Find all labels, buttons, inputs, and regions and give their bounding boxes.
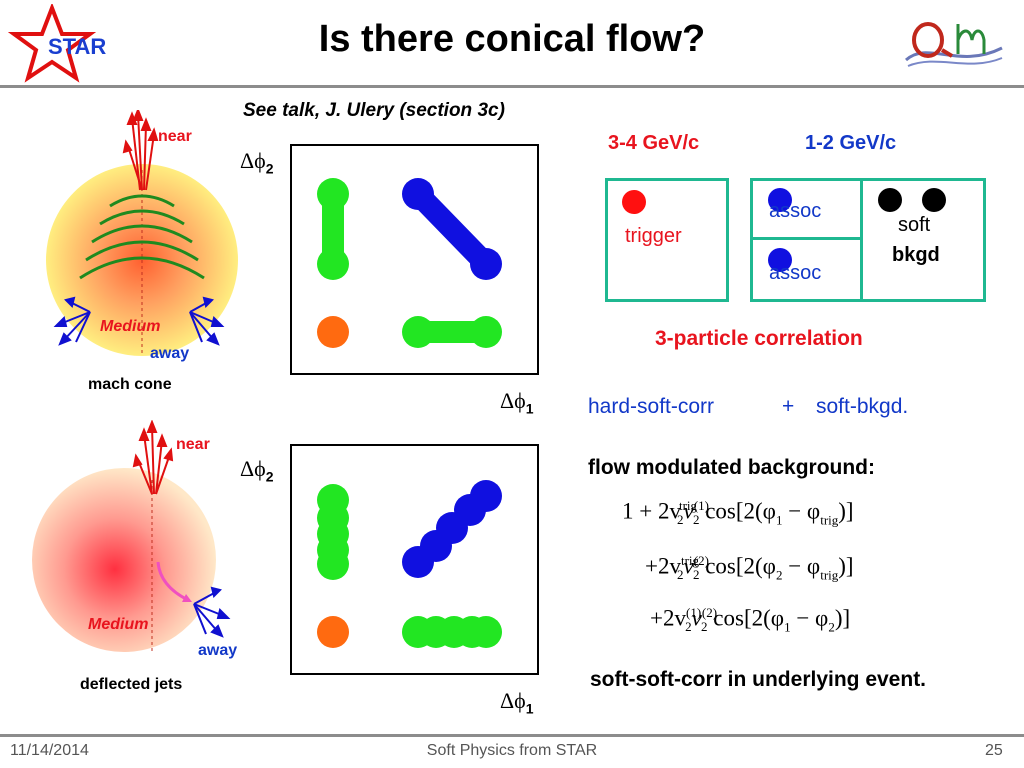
star-logo-text: STAR	[48, 34, 106, 59]
near-label-bottom: near	[176, 436, 210, 453]
mach-cone-diagram	[46, 110, 238, 356]
near-arrows	[122, 110, 159, 191]
wave-front-lines	[79, 194, 205, 280]
title-rule	[0, 85, 1024, 88]
blue-assoc-dot-2	[768, 248, 792, 272]
deflected-path	[156, 561, 189, 602]
correlation-box-top	[290, 144, 539, 375]
y-axis-label-bottom: Δϕ2	[240, 456, 274, 485]
blue-diagonal-stack	[402, 480, 502, 578]
page-title: Is there conical flow?	[318, 18, 706, 60]
soft-label: soft	[898, 214, 931, 236]
green-horizontal-stack	[402, 616, 502, 648]
trigger-range-label: 3-4 GeV/c	[608, 132, 700, 154]
plus-sign: +	[782, 395, 795, 418]
hard-soft-corr: hard-soft-corr	[588, 395, 715, 418]
away-arrows-deflected	[193, 586, 231, 638]
orange-dot	[317, 316, 349, 348]
trigger-box	[605, 178, 729, 302]
formula-line-3: +2v(1)2v(2)2 cos[2(φ1 − φ2)]	[650, 605, 851, 635]
correlation-box-bottom	[290, 444, 539, 675]
green-vertical-stack	[317, 484, 349, 580]
blue-assoc-dot-1	[768, 188, 792, 212]
star-logo: STAR	[7, 2, 138, 84]
deflected-jets-diagram	[32, 420, 231, 652]
blue-dot	[470, 248, 502, 280]
assoc-label-1: assoc	[769, 200, 822, 222]
bkgd-label: bkgd	[892, 244, 940, 266]
footer-page-number: 25	[985, 742, 1003, 759]
caption-mach-cone: mach cone	[88, 376, 172, 393]
away-label-bottom: away	[198, 642, 238, 659]
assoc-box-group	[750, 178, 986, 302]
three-particle-corr-label: 3-particle correlation	[655, 327, 863, 350]
medium-label-top: Medium	[100, 318, 161, 335]
star-shape	[7, 2, 97, 83]
blue-diagonal-bar	[410, 186, 494, 272]
orange-dot	[317, 616, 349, 648]
green-dot	[317, 178, 349, 210]
formula-line-2: +2vtrig2v(2)2 cos[2(φ2 − φtrig)]	[645, 553, 854, 583]
x-axis-label-top: Δϕ1	[500, 388, 534, 417]
blue-dot	[402, 178, 434, 210]
flow-background-label: flow modulated background:	[588, 456, 875, 479]
footer-center: Soft Physics from STAR	[426, 742, 598, 759]
footer-rule	[0, 734, 1024, 737]
medium-label-bottom: Medium	[88, 616, 149, 633]
assoc-label-2: assoc	[769, 262, 822, 284]
footer-date: 11/14/2014	[10, 742, 89, 759]
subtitle: See talk, J. Ulery (section 3c)	[243, 100, 505, 121]
black-soft-dot-1	[878, 188, 902, 212]
near-label-top: near	[158, 128, 192, 145]
assoc-range-label: 1-2 GeV/c	[805, 132, 897, 154]
green-dot	[317, 248, 349, 280]
qm-logo	[898, 10, 1010, 75]
formula-line-1: 1 + 2vtrig2v(1)2 cos[2(φ1 − φtrig)]	[622, 498, 854, 528]
x-axis-label-bottom: Δϕ1	[500, 688, 534, 717]
green-dot	[470, 316, 502, 348]
y-axis-label-top: Δϕ2	[240, 148, 274, 177]
soft-soft-corr-label: soft-soft-corr in underlying event.	[590, 668, 927, 691]
caption-deflected-jets: deflected jets	[80, 676, 183, 693]
black-soft-dot-2	[922, 188, 946, 212]
near-arrows-deflected	[132, 420, 174, 495]
soft-bkgd: soft-bkgd.	[816, 395, 909, 418]
assoc-divider-horizontal	[750, 237, 863, 240]
away-label-top: away	[150, 345, 190, 362]
trigger-label: trigger	[625, 225, 682, 247]
green-dot	[402, 316, 434, 348]
red-trigger-dot	[622, 190, 646, 214]
medium-blob-deflected	[32, 468, 216, 652]
away-arrows	[53, 296, 225, 346]
